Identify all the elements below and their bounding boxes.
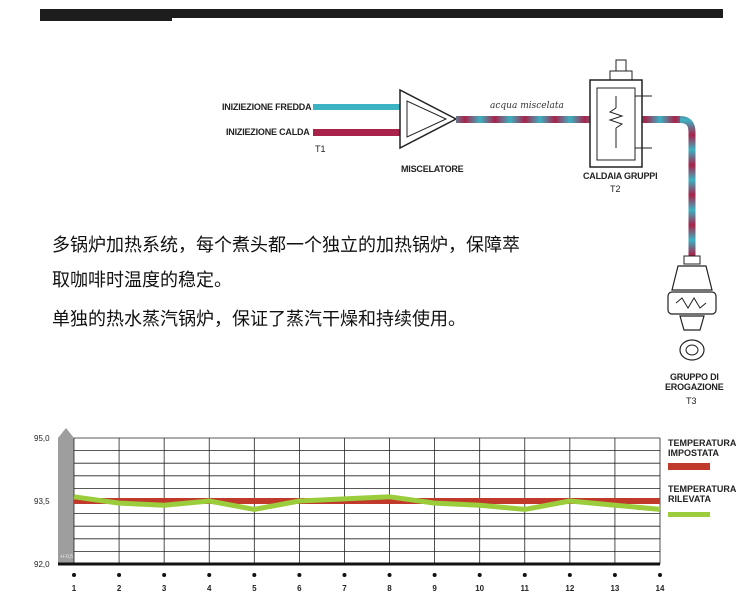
x-tick-label: 9 (432, 584, 437, 593)
mixed-pipe (456, 116, 591, 123)
label-t2: T2 (610, 184, 621, 194)
legend-label-set: TEMPERATURA IMPOSTATA (668, 438, 736, 458)
label-t3: T3 (686, 396, 697, 406)
x-tick-label: 7 (342, 584, 347, 593)
x-tick-dot (477, 573, 482, 577)
header-bar-accent (40, 15, 172, 21)
legend-swatch-set (668, 463, 710, 470)
label-mixed-water: acqua miscelata (490, 101, 564, 111)
label-group-2: EROGAZIONE (665, 382, 724, 392)
y-tick-label: 95,0 (34, 434, 50, 443)
boiler-icon (589, 59, 652, 168)
label-group-1: GRUPPO DI (670, 372, 719, 382)
y-tick-label: 93,5 (34, 497, 50, 506)
x-tick-label: 11 (521, 584, 530, 593)
x-tick-dot (567, 573, 572, 577)
x-tick-label: 2 (117, 584, 122, 593)
description-line-3: 单独的热水蒸汽锅炉，保证了蒸汽干燥和持续使用。 (52, 309, 466, 330)
x-tick-label: 8 (387, 584, 392, 593)
x-tick-label: 13 (610, 584, 619, 593)
header-bar (40, 9, 723, 18)
label-mixer: MISCELATORE (401, 164, 464, 174)
legend-swatch-measured (668, 512, 710, 517)
x-tick-dot (522, 573, 527, 577)
description-line-2: 取咖啡时温度的稳定。 (52, 270, 232, 291)
x-tick-dot (387, 573, 392, 577)
x-tick-label: 12 (565, 584, 574, 593)
label-cold-input: INIZIEZIONE FREDDA (222, 102, 312, 112)
legend-label-measured: TEMPERATURA RILEVATA (668, 484, 736, 504)
x-tick-label: 1 (72, 584, 77, 593)
x-tick-label: 6 (297, 584, 302, 593)
x-tick-dot (162, 573, 167, 577)
description-line-1: 多锅炉加热系统，每个煮头都一个独立的加热锅炉，保障萃 (52, 235, 520, 256)
x-tick-label: 10 (475, 584, 484, 593)
chart-y-band (58, 438, 74, 564)
x-tick-dot (72, 573, 76, 577)
mixed-pipe-bend (679, 116, 696, 258)
label-boiler: CALDAIA GRUPPI (583, 171, 658, 181)
x-tick-dot (342, 573, 347, 577)
x-tick-dot (207, 573, 212, 577)
label-t1: T1 (315, 144, 326, 154)
x-tick-dot (658, 573, 662, 577)
x-tick-dot (297, 573, 302, 577)
hot-pipe (313, 129, 403, 136)
x-tick-label: 4 (207, 584, 212, 593)
x-tick-label: 14 (656, 584, 665, 593)
y-range-label: +/-0,5 (60, 554, 73, 560)
x-tick-dot (432, 573, 437, 577)
x-tick-dot (252, 573, 257, 577)
x-tick-label: 3 (162, 584, 167, 593)
brew-group-icon (667, 255, 717, 361)
x-tick-dot (117, 573, 122, 577)
mixer-icon (399, 88, 458, 150)
x-tick-label: 5 (252, 584, 257, 593)
label-hot-input: INIZIEZIONE CALDA (226, 127, 310, 137)
mixed-pipe-2 (640, 116, 680, 123)
cold-pipe (313, 104, 403, 110)
chart-series-measured (73, 494, 661, 512)
chart-y-arrow (58, 428, 74, 438)
x-tick-dot (612, 573, 617, 577)
y-tick-label: 92,0 (34, 560, 50, 569)
